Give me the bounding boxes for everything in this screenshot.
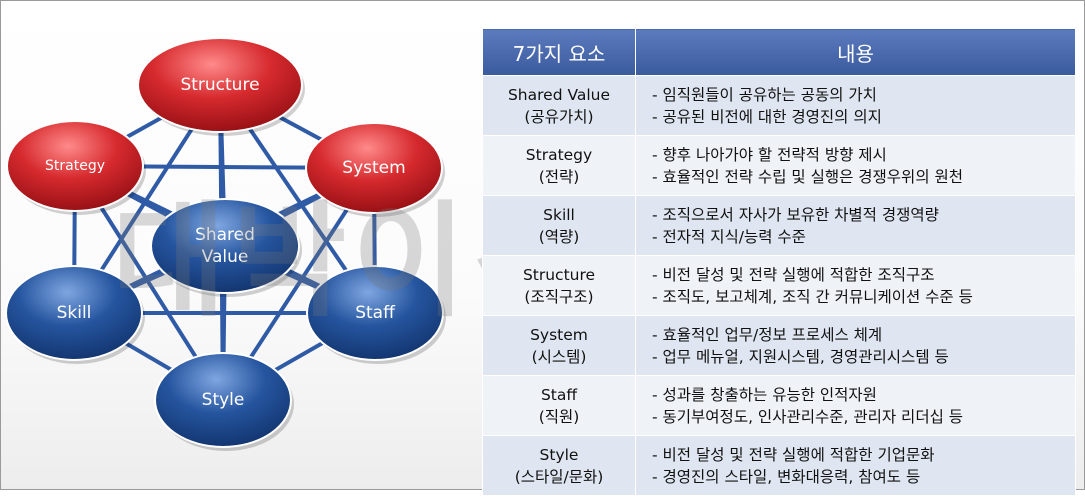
description-line: - 동기부여정도, 인사관리수준, 관리자 리더십 등: [652, 406, 1074, 428]
node-label-shared: Shared Value: [195, 224, 255, 268]
element-cell: Shared Value(공유가치): [483, 76, 636, 136]
element-name: Strategy: [484, 144, 634, 166]
description-line: - 조직도, 보고체계, 조직 간 커뮤니케이션 수준 등: [652, 286, 1074, 308]
description-line: - 비전 달성 및 전략 실행에 적합한 조직구조: [652, 264, 1074, 286]
description-cell: - 임직원들이 공유하는 공동의 가치- 공유된 비전에 대한 경영진의 의지: [636, 76, 1076, 136]
description-cell: - 조직으로서 자사가 보유한 차별적 경쟁역량- 전자적 지식/능력 수준: [636, 196, 1076, 256]
description-line: - 경영진의 스타일, 변화대응력, 참여도 등: [652, 466, 1074, 488]
description-line: - 조직으로서 자사가 보유한 차별적 경쟁역량: [652, 204, 1074, 226]
node-label-skill: Skill: [57, 302, 92, 324]
node-label-staff: Staff: [355, 302, 395, 324]
description-line: - 비전 달성 및 전략 실행에 적합한 기업문화: [652, 444, 1074, 466]
table-row: Staff(직원) - 성과를 창출하는 유능한 인적자원- 동기부여정도, 인…: [483, 376, 1076, 436]
element-name: Structure: [484, 264, 634, 286]
description-line: - 성과를 창출하는 유능한 인적자원: [652, 384, 1074, 406]
node-label-structure: Structure: [180, 74, 259, 96]
element-name-kr: (공유가치): [484, 106, 634, 128]
description-line: - 공유된 비전에 대한 경영진의 의지: [652, 106, 1074, 128]
description-cell: - 비전 달성 및 전략 실행에 적합한 조직구조- 조직도, 보고체계, 조직…: [636, 256, 1076, 316]
element-cell: Skill(역량): [483, 196, 636, 256]
description-cell: - 효율적인 업무/정보 프로세스 체계- 업무 메뉴얼, 지원시스템, 경영관…: [636, 316, 1076, 376]
element-cell: Strategy(전략): [483, 136, 636, 196]
element-name: Style: [484, 444, 634, 466]
description-line: - 효율적인 업무/정보 프로세스 체계: [652, 324, 1074, 346]
element-name: System: [484, 324, 634, 346]
header-element: 7가지 요소: [483, 29, 636, 76]
element-name: Skill: [484, 204, 634, 226]
table-row: Shared Value(공유가치) - 임직원들이 공유하는 공동의 가치- …: [483, 76, 1076, 136]
element-cell: Staff(직원): [483, 376, 636, 436]
element-cell: System(시스템): [483, 316, 636, 376]
element-name-kr: (역량): [484, 226, 634, 248]
node-label-strategy: Strategy: [45, 155, 105, 177]
table-row: Structure(조직구조) - 비전 달성 및 전략 실행에 적합한 조직구…: [483, 256, 1076, 316]
element-name-kr: (전략): [484, 166, 634, 188]
table-row: System(시스템) - 효율적인 업무/정보 프로세스 체계- 업무 메뉴얼…: [483, 316, 1076, 376]
node-label-system: System: [342, 157, 405, 179]
seven-s-table: 7가지 요소 내용 Shared Value(공유가치) - 임직원들이 공유하…: [482, 28, 1076, 496]
description-cell: - 비전 달성 및 전략 실행에 적합한 기업문화- 경영진의 스타일, 변화대…: [636, 436, 1076, 496]
table-row: Strategy(전략) - 향후 나아가야 할 전략적 방향 제시- 효율적인…: [483, 136, 1076, 196]
description-line: - 업무 메뉴얼, 지원시스템, 경영관리시스템 등: [652, 346, 1074, 368]
element-cell: Style(스타일/문화): [483, 436, 636, 496]
table-header-row: 7가지 요소 내용: [483, 29, 1076, 76]
description-line: - 향후 나아가야 할 전략적 방향 제시: [652, 144, 1074, 166]
description-cell: - 향후 나아가야 할 전략적 방향 제시- 효율적인 전략 수립 및 실행은 …: [636, 136, 1076, 196]
node-label-style: Style: [202, 389, 245, 411]
table-row: Skill(역량) - 조직으로서 자사가 보유한 차별적 경쟁역량- 전자적 …: [483, 196, 1076, 256]
description-line: - 임직원들이 공유하는 공동의 가치: [652, 84, 1074, 106]
element-name-kr: (시스템): [484, 346, 634, 368]
element-name: Shared Value: [484, 84, 634, 106]
element-name-kr: (조직구조): [484, 286, 634, 308]
description-cell: - 성과를 창출하는 유능한 인적자원- 동기부여정도, 인사관리수준, 관리자…: [636, 376, 1076, 436]
description-line: - 전자적 지식/능력 수준: [652, 226, 1074, 248]
element-name-kr: (스타일/문화): [484, 466, 634, 488]
description-line: - 효율적인 전략 수립 및 실행은 경쟁우위의 원천: [652, 166, 1074, 188]
element-name: Staff: [484, 384, 634, 406]
element-name-kr: (직원): [484, 406, 634, 428]
element-cell: Structure(조직구조): [483, 256, 636, 316]
table-row: Style(스타일/문화) - 비전 달성 및 전략 실행에 적합한 기업문화-…: [483, 436, 1076, 496]
header-content: 내용: [636, 29, 1076, 76]
